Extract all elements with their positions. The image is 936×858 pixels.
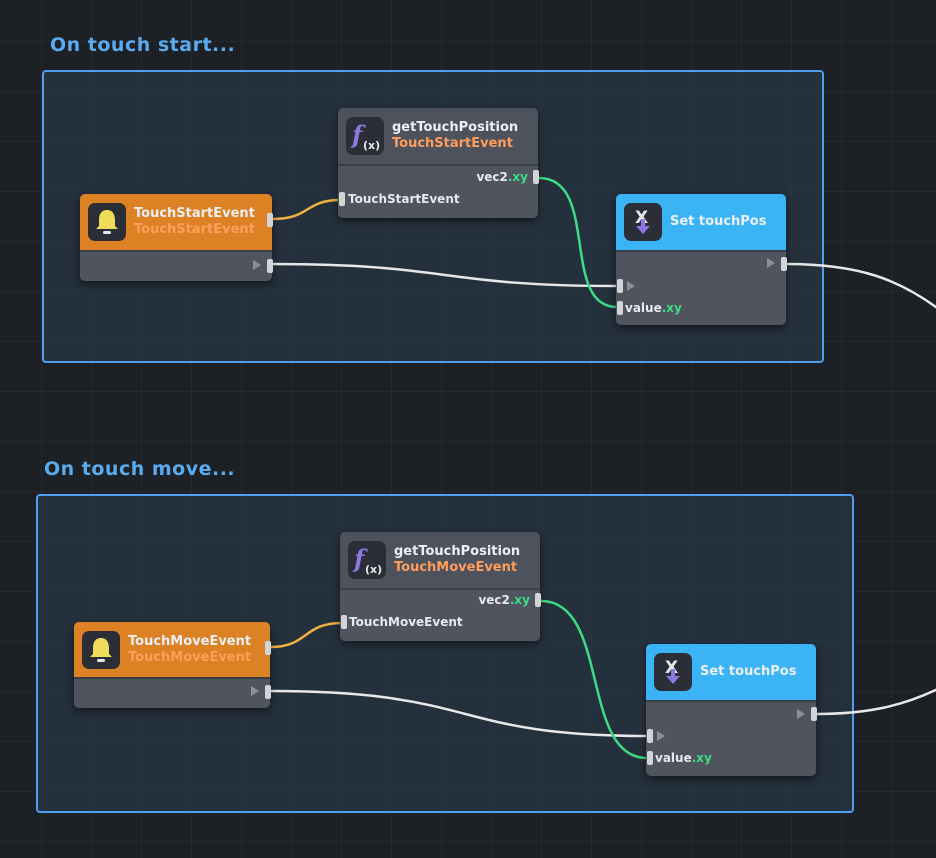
node-title: TouchStartEvent	[134, 206, 255, 221]
event-input-port[interactable]	[339, 192, 345, 206]
svg-text:(x): (x)	[363, 139, 380, 152]
node-title: getTouchPosition	[394, 544, 521, 559]
svg-text:f: f	[350, 120, 366, 149]
exec-output-port[interactable]	[781, 257, 787, 271]
group-title-touch-move: On touch move...	[44, 458, 236, 480]
node-title: getTouchPosition	[392, 120, 519, 135]
exec-out-arrow-icon	[797, 709, 805, 719]
bell-icon	[88, 203, 126, 241]
input-pin-label: value.xy	[655, 751, 712, 765]
output-pin-label: vec2.xy	[478, 593, 530, 607]
input-pin-label: value.xy	[625, 301, 682, 315]
function-node-get-touch-position[interactable]: f(x) getTouchPosition TouchStartEvent ve…	[338, 108, 539, 218]
node-subtitle: TouchStartEvent	[134, 222, 255, 237]
node-subtitle: TouchMoveEvent	[128, 649, 252, 665]
event-node-touch-move[interactable]: TouchMoveEvent TouchMoveEvent	[74, 622, 271, 708]
exec-output-port[interactable]	[267, 259, 273, 273]
event-output-port[interactable]	[265, 641, 271, 655]
event-node-touch-start[interactable]: TouchStartEvent TouchStartEvent	[80, 194, 273, 281]
exec-out-arrow-icon	[253, 260, 261, 270]
exec-in-arrow-icon	[657, 731, 665, 741]
output-pin-label: vec2.xy	[476, 170, 528, 184]
vec2-output-port[interactable]	[533, 170, 539, 184]
node-subtitle: TouchStartEvent	[392, 136, 513, 151]
vec2-output-port[interactable]	[535, 593, 541, 607]
exec-out-arrow-icon	[767, 258, 775, 268]
function-fx-icon: f(x)	[348, 541, 386, 579]
function-fx-icon: f(x)	[346, 117, 384, 155]
group-title-touch-start: On touch start...	[50, 34, 236, 56]
event-output-port[interactable]	[267, 213, 273, 227]
bell-icon	[82, 630, 120, 669]
setter-node-set-touch-pos[interactable]: X Set touchPos value.xy	[616, 194, 787, 325]
value-input-port[interactable]	[617, 301, 623, 315]
exec-out-arrow-icon	[251, 686, 259, 696]
node-subtitle: TouchMoveEvent	[394, 560, 518, 575]
input-pin-label: TouchStartEvent	[348, 192, 460, 206]
exec-input-port[interactable]	[617, 279, 623, 293]
input-pin-label: TouchMoveEvent	[349, 615, 463, 629]
exec-output-port[interactable]	[265, 685, 271, 699]
set-variable-icon: X	[624, 203, 662, 241]
node-title: Set touchPos	[670, 214, 767, 229]
event-input-port[interactable]	[341, 615, 347, 629]
node-title: Set touchPos	[700, 664, 797, 679]
exec-in-arrow-icon	[627, 281, 635, 291]
exec-input-port[interactable]	[647, 729, 653, 743]
node-title: TouchMoveEvent	[128, 633, 252, 649]
svg-text:f: f	[352, 544, 368, 573]
set-variable-icon: X	[654, 653, 692, 691]
setter-node-set-touch-pos[interactable]: X Set touchPos value.xy	[646, 644, 817, 776]
value-input-port[interactable]	[647, 751, 653, 765]
svg-text:(x): (x)	[365, 563, 382, 576]
function-node-get-touch-position[interactable]: f(x) getTouchPosition TouchMoveEvent vec…	[340, 532, 541, 641]
exec-output-port[interactable]	[811, 707, 817, 721]
